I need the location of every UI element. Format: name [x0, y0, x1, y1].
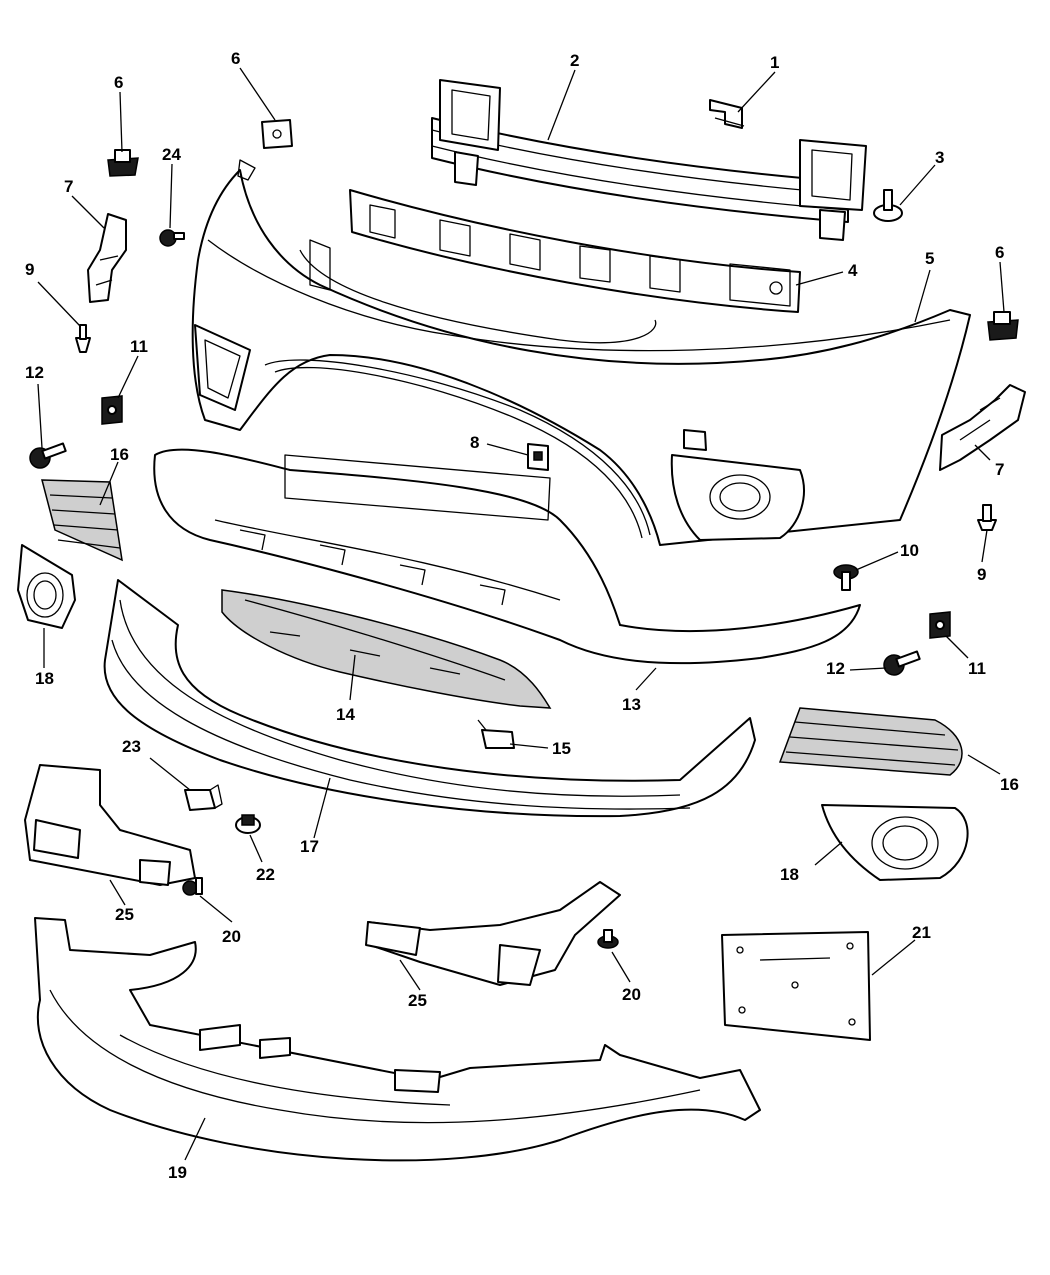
nut-right	[929, 611, 951, 639]
callout-8: 8	[470, 433, 479, 452]
callout-labels: 1 2 3 4 5 6 6 6 7 7 8 9 9 10 11 11 12 12…	[25, 49, 1019, 1182]
push-pin-left	[75, 324, 91, 353]
callout-19: 19	[168, 1163, 187, 1182]
lower-bracket-left	[24, 764, 196, 886]
callout-1: 1	[770, 53, 779, 72]
callout-12-left: 12	[25, 363, 44, 382]
skid-plate-trim	[221, 589, 552, 709]
callout-15: 15	[552, 739, 571, 758]
bumper-reinforcement-beam	[431, 79, 867, 241]
clip-nut-left	[107, 149, 139, 177]
callout-10: 10	[900, 541, 919, 560]
callout-18-right: 18	[780, 865, 799, 884]
push-pin-fastener	[873, 189, 903, 222]
air-dam-shield	[34, 917, 761, 1162]
fog-bezel-right	[821, 804, 969, 881]
bolt-20-right	[597, 929, 619, 949]
callout-14: 14	[336, 705, 355, 724]
callout-5: 5	[925, 249, 934, 268]
lower-bracket-right	[365, 881, 621, 986]
callout-7-left: 7	[64, 177, 73, 196]
leader-lines	[37, 67, 1005, 1161]
bolt-left	[29, 442, 67, 469]
callout-12-right: 12	[826, 659, 845, 678]
callout-7-right: 7	[995, 460, 1004, 479]
grille-left	[41, 479, 123, 562]
push-pin-right	[977, 504, 997, 531]
callout-11-left: 11	[130, 337, 148, 356]
tow-hook-cover	[477, 719, 515, 749]
side-bracket-left	[87, 213, 127, 303]
callout-21: 21	[912, 923, 931, 942]
callout-22: 22	[256, 865, 275, 884]
callout-9-right: 9	[977, 565, 986, 584]
callout-2: 2	[570, 51, 579, 70]
foam-block	[184, 784, 223, 811]
push-pin-22	[235, 814, 261, 834]
push-pin-10	[833, 564, 859, 591]
beam-bracket	[709, 99, 745, 129]
callout-20-left: 20	[222, 927, 241, 946]
nut-left	[101, 395, 123, 425]
callout-16-right: 16	[1000, 775, 1019, 794]
fog-bezel-left	[17, 544, 76, 629]
retainer-8	[527, 443, 549, 471]
callout-4: 4	[848, 261, 858, 280]
callout-25-right: 25	[408, 991, 427, 1010]
callout-6-left: 6	[114, 73, 123, 92]
callout-6-right: 6	[995, 243, 1004, 262]
callout-20-right: 20	[622, 985, 641, 1004]
bumper-fascia	[191, 159, 971, 546]
callout-6-center: 6	[231, 49, 240, 68]
clip-nut-right	[987, 311, 1019, 341]
bolt-20-left	[182, 877, 203, 896]
callout-23: 23	[122, 737, 141, 756]
lower-fascia	[153, 448, 861, 665]
lower-molding	[103, 579, 756, 818]
callout-9-left: 9	[25, 260, 34, 279]
bolt-right	[883, 650, 921, 676]
side-bracket-right	[939, 384, 1026, 471]
license-plate-bracket	[721, 931, 871, 1041]
clip-nut-center	[261, 119, 293, 149]
energy-absorber	[349, 189, 801, 313]
callout-11-right: 11	[968, 659, 986, 678]
screw-24	[159, 229, 185, 247]
grille-right	[778, 707, 963, 776]
callout-25-left: 25	[115, 905, 134, 924]
callout-13: 13	[622, 695, 641, 714]
callout-24: 24	[162, 145, 181, 164]
callout-3: 3	[935, 148, 944, 167]
callout-17: 17	[300, 837, 319, 856]
callout-16-left: 16	[110, 445, 129, 464]
callout-18-left: 18	[35, 669, 54, 688]
